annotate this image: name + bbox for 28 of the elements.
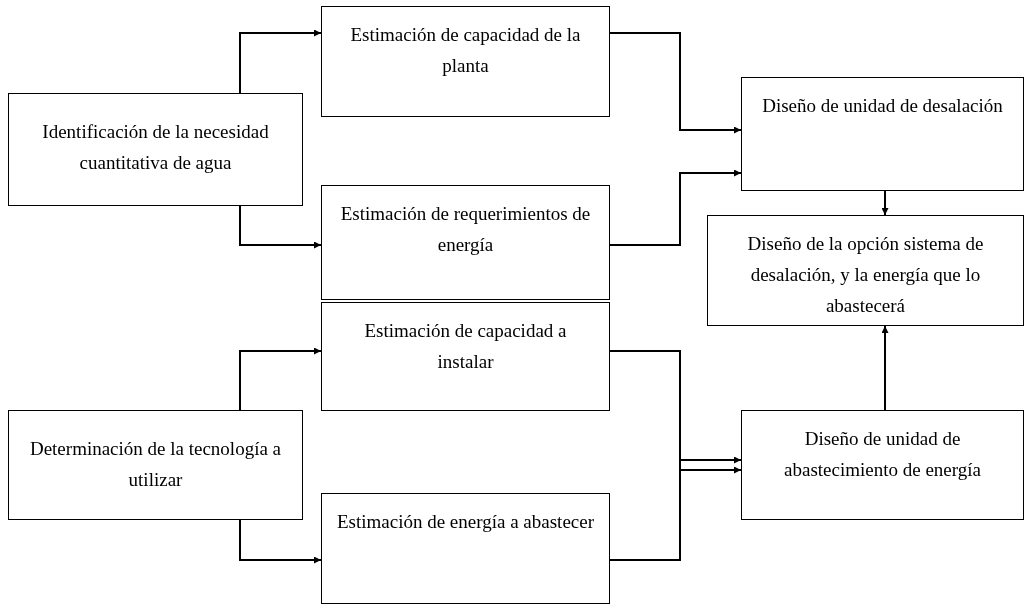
box-text: Estimación de capacidad de la planta xyxy=(349,23,582,78)
arrow xyxy=(609,350,742,474)
process-box xyxy=(321,6,610,117)
box-text: Estimación de capacidad a instalar xyxy=(363,319,568,374)
process-box xyxy=(8,410,303,520)
arrow xyxy=(881,325,889,411)
arrow xyxy=(239,29,322,94)
process-box xyxy=(741,410,1024,520)
box-text: Diseño de unidad de abastecimiento de energía xyxy=(783,427,982,482)
arrow xyxy=(609,32,742,134)
process-box xyxy=(741,77,1024,191)
box-text: Determinación de la tecnología a utilizar xyxy=(28,437,283,492)
box-text: Diseño de unidad de desalación xyxy=(762,94,1003,118)
process-box xyxy=(321,302,610,411)
arrow xyxy=(239,519,322,564)
process-box xyxy=(707,215,1024,326)
box-text: Identificación de la necesidad cuantitativa de agua xyxy=(41,120,270,175)
process-box xyxy=(321,493,610,604)
arrow xyxy=(239,205,322,249)
arrow xyxy=(239,347,322,411)
process-box xyxy=(321,185,610,300)
box-text: Estimación de requerimientos de energía xyxy=(339,202,592,257)
arrow xyxy=(881,190,889,216)
arrow xyxy=(609,169,742,246)
arrow xyxy=(609,456,742,561)
box-text: Diseño de la opción sistema de desalación, y la energía que lo abastecerá xyxy=(746,232,985,318)
box-text: Estimación de energía a abastecer xyxy=(336,510,595,534)
process-box xyxy=(8,93,303,206)
